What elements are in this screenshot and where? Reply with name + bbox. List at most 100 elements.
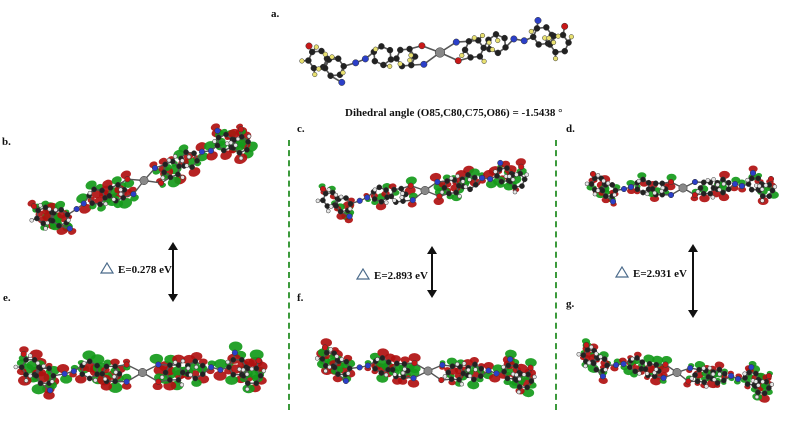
carbon-atom [448, 376, 455, 383]
divider-left [288, 140, 290, 410]
carbon-atom [305, 57, 312, 64]
hydrogen-atom [327, 364, 332, 370]
carbon-atom [393, 360, 400, 367]
carbon-atom [64, 211, 71, 218]
hydrogen-atom [194, 364, 199, 370]
carbon-atom [94, 371, 100, 378]
hydrogen-atom [466, 367, 471, 373]
nitrogen-atom [728, 372, 735, 379]
hydrogen-atom [442, 374, 448, 379]
carbon-atom [346, 365, 353, 372]
hydrogen-atom [652, 190, 657, 196]
carbon-atom [385, 359, 392, 365]
carbon-atom [494, 49, 502, 57]
oxygen-atom [157, 179, 165, 187]
oxygen-atom [319, 185, 327, 193]
carbon-atom [107, 184, 114, 191]
orbital-lobe [121, 382, 132, 390]
orbital-lobe [408, 353, 421, 363]
hydrogen-atom [326, 208, 331, 214]
hydrogen-atom [373, 46, 379, 52]
orbital-lobe [446, 357, 458, 366]
nitrogen-atom [420, 60, 428, 68]
atoms [315, 344, 537, 395]
nitrogen-atom [410, 375, 417, 382]
carbon-atom [697, 185, 704, 191]
oxygen-atom [255, 357, 262, 364]
hydrogen-atom [38, 203, 43, 208]
carbon-atom [378, 370, 385, 376]
carbon-atom [467, 186, 473, 193]
carbon-atom [401, 361, 408, 367]
carbon-atom [441, 184, 448, 191]
carbon-atom [502, 44, 509, 51]
hydrogen-atom [486, 40, 492, 46]
carbon-atom [31, 356, 38, 363]
carbon-atom [323, 349, 330, 356]
hydrogen-atom [721, 181, 726, 187]
carbon-atom [214, 142, 221, 149]
carbon-atom [103, 363, 110, 370]
hydrogen-atom [322, 51, 328, 57]
carbon-atom [162, 161, 169, 168]
orbital-lobe [108, 382, 123, 393]
metal-atom [672, 368, 682, 377]
carbon-atom [387, 56, 395, 63]
carbon-atom [33, 372, 40, 379]
metal-atom [139, 176, 149, 185]
hydrogen-atom [407, 57, 413, 63]
hydrogen-atom [212, 139, 217, 144]
molecule-svg [27, 123, 258, 235]
energy-gap-3: E=2.931 eV [615, 266, 687, 280]
orbital-lobe [31, 383, 46, 395]
panel-label-e: e. [3, 292, 11, 304]
hydrogen-atom [711, 177, 716, 182]
orbital-lobe [652, 355, 664, 365]
carbon-atom [199, 371, 206, 378]
nitrogen-atom [691, 178, 699, 186]
carbon-atom [406, 45, 413, 53]
carbon-atom [700, 179, 707, 186]
carbon-atom [99, 370, 106, 377]
hydrogen-atom [514, 372, 519, 378]
hydrogen-atom [315, 198, 321, 204]
hydrogen-atom [159, 375, 165, 380]
hydrogen-atom [532, 374, 537, 380]
carbon-atom [494, 173, 500, 179]
hydrogen-atom [595, 173, 601, 178]
hydrogen-atom [467, 373, 473, 379]
hydrogen-atom [23, 378, 29, 383]
delta-icon [100, 262, 114, 274]
hydrogen-atom [463, 184, 468, 190]
hydrogen-atom [479, 32, 486, 39]
orbital-lobe [56, 364, 70, 374]
carbon-atom [112, 363, 118, 370]
carbon-atom [245, 138, 251, 145]
nitrogen-atom [534, 17, 542, 24]
carbon-atom [175, 362, 182, 368]
carbon-atom [640, 176, 646, 183]
hydrogen-atom [180, 158, 185, 163]
hydrogen-atom [710, 371, 716, 377]
oxygen-atom [305, 42, 313, 50]
carbon-atom [318, 47, 325, 55]
carbon-atom [335, 371, 341, 378]
carbon-atom [445, 369, 452, 376]
hydrogen-atom [481, 58, 487, 64]
nitrogen-atom [409, 197, 416, 204]
carbon-atom [642, 366, 649, 372]
oxygen-atom [527, 364, 534, 371]
nitrogen-atom [660, 374, 667, 382]
metal-atom [138, 368, 147, 377]
hydrogen-atom [188, 372, 193, 378]
carbon-atom [199, 362, 206, 369]
carbon-atom [333, 202, 339, 209]
metal-atom [678, 183, 688, 193]
hydrogen-atom [695, 189, 701, 194]
nitrogen-atom [364, 362, 371, 369]
nitrogen-atom [47, 387, 54, 394]
carbon-atom [761, 390, 768, 397]
carbon-atom [725, 179, 732, 186]
carbon-atom [189, 164, 195, 170]
hydrogen-atom [103, 201, 108, 207]
